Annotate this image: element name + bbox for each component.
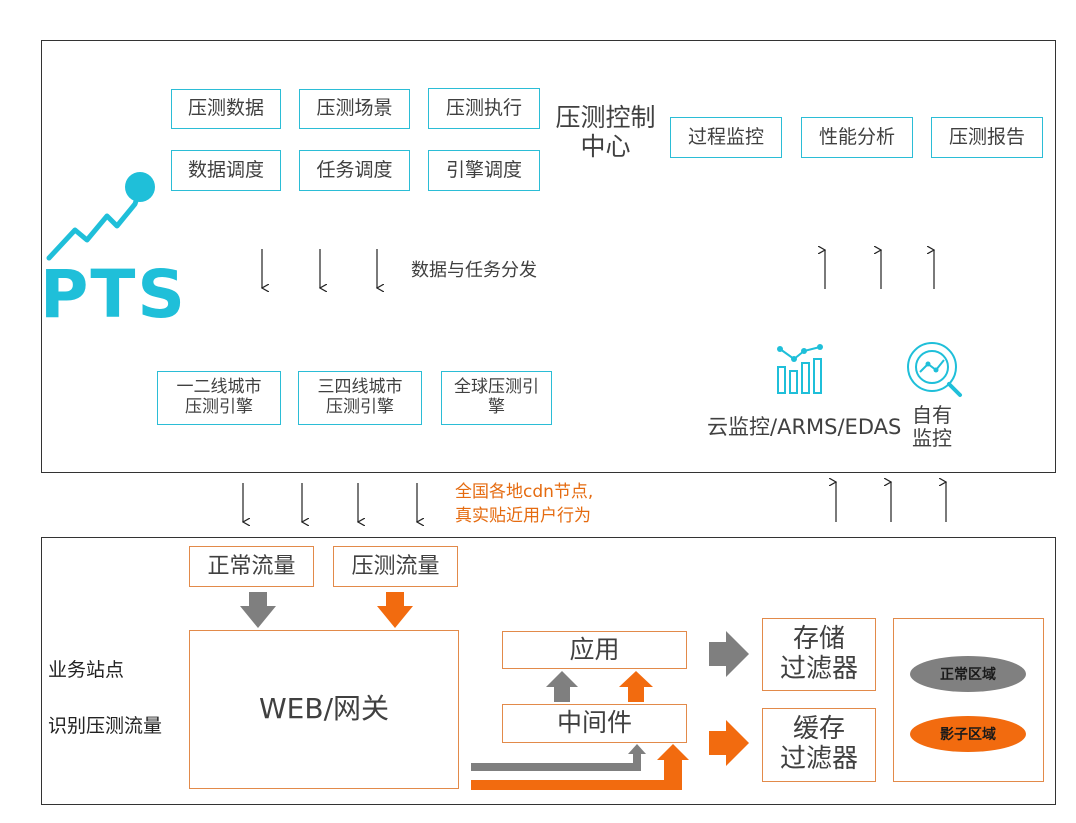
cdn-down-arrows bbox=[243, 483, 417, 522]
business-site-label: 业务站点 bbox=[48, 659, 125, 681]
engine-tier3-line1: 三四线城市 bbox=[317, 377, 403, 398]
engine-tier1-line1: 一二线城市 bbox=[176, 377, 262, 398]
cloud-monitor-label: 云监控/ARMS/EDAS bbox=[707, 415, 902, 439]
storage-filter-box: 存储 过滤器 bbox=[762, 618, 876, 691]
test-traffic-box: 压测流量 bbox=[333, 546, 458, 587]
pts-logo-text: PTS bbox=[40, 256, 187, 333]
storage-filter-line2: 过滤器 bbox=[779, 653, 858, 684]
engine-global-line1: 全球压测引 bbox=[454, 377, 539, 398]
orange-connector-arrow bbox=[471, 744, 689, 790]
box-performance-analysis: 性能分析 bbox=[801, 117, 913, 158]
box-task-schedule: 任务调度 bbox=[299, 150, 410, 191]
cdn-label-line1: 全国各地cdn节点, bbox=[455, 482, 594, 502]
engine-tier1-cities: 一二线城市 压测引擎 bbox=[157, 371, 281, 425]
control-center-title: 压测控制 中心 bbox=[548, 103, 663, 162]
orange-up-block-arrow bbox=[619, 671, 653, 702]
cache-filter-line2: 过滤器 bbox=[779, 744, 858, 774]
self-monitor-line1: 自有 bbox=[912, 403, 952, 427]
box-engine-schedule: 引擎调度 bbox=[428, 150, 540, 191]
cache-filter-box: 缓存 过滤器 bbox=[762, 708, 876, 782]
cache-filter-line1: 缓存 bbox=[792, 714, 845, 745]
distribution-down-arrows bbox=[262, 249, 377, 288]
box-process-monitor: 过程监控 bbox=[670, 117, 782, 158]
zones-box bbox=[893, 618, 1044, 782]
web-gateway-box: WEB/网关 bbox=[189, 630, 459, 789]
box-test-data: 压测数据 bbox=[171, 89, 281, 129]
magnifier-chart-icon bbox=[907, 342, 962, 397]
distribution-label: 数据与任务分发 bbox=[411, 260, 537, 281]
gray-up-block-arrow bbox=[546, 671, 578, 702]
box-test-report: 压测报告 bbox=[931, 117, 1043, 158]
title-line-2: 中心 bbox=[580, 131, 631, 161]
identify-traffic-label: 识别压测流量 bbox=[48, 715, 163, 737]
engine-tier3-line2: 压测引擎 bbox=[326, 397, 394, 417]
box-data-schedule: 数据调度 bbox=[171, 150, 281, 191]
cdn-label-line2: 真实贴近用户行为 bbox=[455, 505, 591, 526]
orange-down-block-arrow bbox=[377, 592, 413, 628]
shadow-zone-pill: 影子区域 bbox=[910, 716, 1026, 752]
gray-down-block-arrow bbox=[240, 592, 276, 628]
engine-global-line2: 擎 bbox=[488, 397, 505, 417]
bar-chart-icon bbox=[777, 344, 823, 394]
engine-tier3-cities: 三四线城市 压测引擎 bbox=[298, 371, 422, 425]
normal-zone-pill: 正常区域 bbox=[910, 656, 1026, 692]
monitor-up-arrows bbox=[825, 250, 934, 289]
title-line-1: 压测控制 bbox=[555, 103, 656, 132]
storage-filter-line1: 存储 bbox=[792, 623, 845, 654]
self-monitor-label: 自有 监控 bbox=[912, 404, 952, 450]
application-box: 应用 bbox=[502, 631, 687, 669]
pts-logo-icon bbox=[46, 172, 155, 261]
normal-traffic-box: 正常流量 bbox=[189, 546, 314, 587]
self-monitor-line2: 监控 bbox=[912, 426, 952, 450]
box-test-execute: 压测执行 bbox=[428, 88, 540, 129]
box-test-scene: 压测场景 bbox=[299, 89, 410, 129]
engine-global: 全球压测引 擎 bbox=[441, 371, 552, 425]
cdn-label: 全国各地cdn节点, 真实贴近用户行为 bbox=[455, 481, 593, 529]
middleware-box: 中间件 bbox=[502, 704, 687, 743]
gray-connector-arrow bbox=[471, 744, 646, 771]
engine-tier1-line2: 压测引擎 bbox=[185, 397, 253, 417]
orange-right-block-arrow bbox=[709, 720, 749, 766]
gray-right-block-arrow bbox=[709, 631, 749, 677]
report-up-arrows bbox=[836, 482, 946, 522]
